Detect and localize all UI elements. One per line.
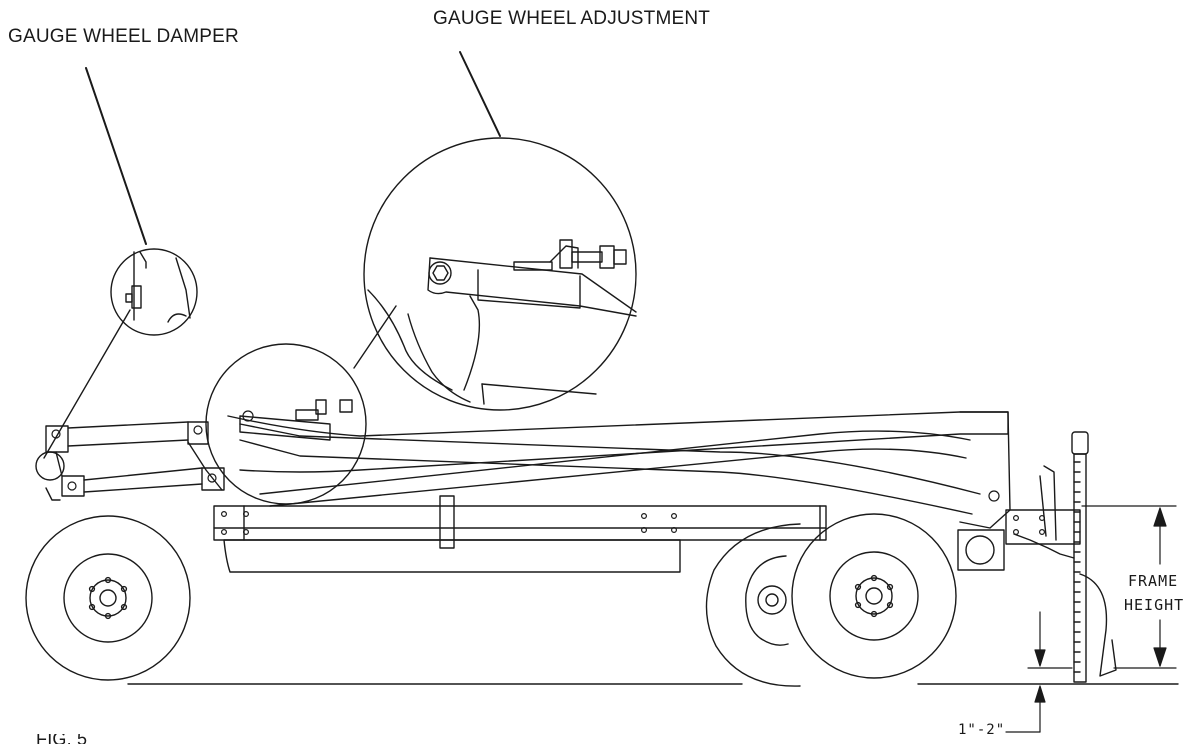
rear-outer-wheel bbox=[792, 514, 956, 678]
rear-inner-wheel bbox=[706, 524, 800, 686]
adjustment-detail-view bbox=[364, 138, 636, 410]
front-gauge-wheel bbox=[26, 516, 190, 680]
adjustment-callout-label: GAUGE WHEEL ADJUSTMENT bbox=[433, 8, 711, 29]
frame-height-label-line2: HEIGHT bbox=[1124, 596, 1185, 614]
frame-bolts bbox=[52, 411, 1044, 534]
frame-height-dimension bbox=[1082, 506, 1176, 668]
offset-dimension bbox=[1006, 612, 1072, 732]
pivot-detail-view bbox=[206, 344, 366, 504]
damper-callout-label: GAUGE WHEEL DAMPER bbox=[8, 26, 239, 47]
frame-height-label-line1: FRAME bbox=[1128, 572, 1179, 590]
offset-dimension-label: 1"-2" bbox=[958, 722, 1006, 738]
figure-label: FIG. 5 bbox=[36, 734, 88, 744]
main-frame bbox=[36, 412, 1080, 572]
callout-leader-lines bbox=[86, 52, 500, 244]
cultivator-shank bbox=[1014, 466, 1116, 676]
damper-detail-view bbox=[111, 249, 197, 335]
measuring-rule bbox=[1072, 432, 1088, 682]
